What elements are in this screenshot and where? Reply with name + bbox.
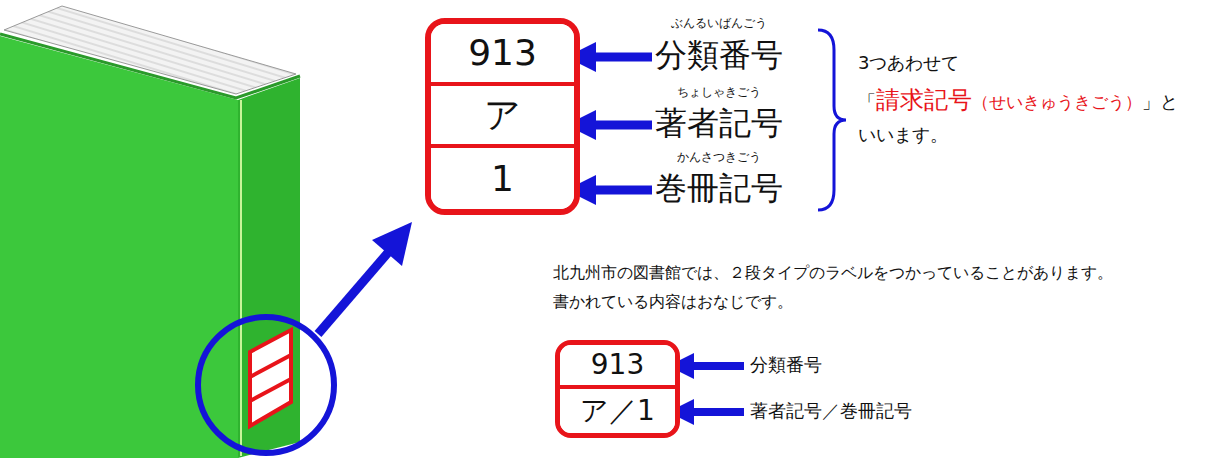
part-name: 著者記号／巻冊記号 bbox=[750, 400, 912, 422]
sentence-line: 「請求記号（せいきゅうきごう）」と bbox=[858, 86, 1178, 115]
note: 」と bbox=[1142, 91, 1178, 113]
two-tier-label: 913ア／1 bbox=[555, 340, 680, 438]
part-name: 分類番号 bbox=[750, 354, 822, 376]
pointer-arrow bbox=[592, 121, 652, 130]
part-name: 分類番号 bbox=[655, 36, 783, 74]
curly-brace bbox=[818, 30, 846, 210]
classification-row: 913 bbox=[560, 345, 675, 389]
note: 「 bbox=[858, 91, 876, 113]
pointer-arrow bbox=[592, 186, 652, 195]
label-value: 913 bbox=[591, 348, 644, 382]
arrow-head bbox=[372, 222, 412, 266]
volume-row: 1 bbox=[431, 148, 574, 209]
label-value: ア／1 bbox=[580, 394, 655, 428]
term-reading: （せいきゅうきごう） bbox=[972, 92, 1142, 112]
furigana: ちょしゃきごう bbox=[677, 85, 761, 99]
spine-line bbox=[240, 100, 242, 456]
author-row: ア bbox=[431, 86, 574, 148]
spine-label bbox=[250, 330, 291, 426]
part-name: 著者記号 bbox=[655, 104, 783, 142]
spine-label-rule bbox=[250, 379, 291, 401]
label-value: 913 bbox=[468, 31, 537, 74]
furigana: ぶんるいばんごう bbox=[671, 16, 767, 30]
pointer-arrow bbox=[692, 362, 744, 370]
furigana: かんさつきごう bbox=[677, 150, 761, 164]
classification-row: 913 bbox=[431, 24, 574, 86]
pointer-arrow bbox=[592, 53, 652, 62]
pointer-arrow bbox=[692, 408, 744, 416]
author-volume-row: ア／1 bbox=[560, 389, 675, 433]
zoom-arrow bbox=[318, 248, 392, 334]
spine-label-rule bbox=[250, 355, 291, 377]
note: 書かれている内容はおなじです。 bbox=[553, 292, 793, 311]
label-value: 1 bbox=[491, 157, 514, 200]
book bbox=[0, 6, 300, 458]
label-value: ア bbox=[484, 93, 521, 136]
note: 3つあわせて bbox=[858, 52, 959, 74]
part-name: 巻冊記号 bbox=[655, 169, 783, 207]
zoom-circle bbox=[198, 317, 334, 453]
term: 請求記号 bbox=[876, 86, 972, 115]
call-number-label: 913 ア 1 bbox=[425, 18, 580, 215]
note: 北九州市の図書館では、２段タイプのラベルをつかっていることがあります。 bbox=[553, 263, 1113, 282]
book-pages bbox=[4, 6, 296, 94]
book-edge bbox=[0, 34, 300, 98]
book-cover bbox=[0, 36, 238, 458]
book-spine bbox=[238, 78, 300, 458]
note: いいます。 bbox=[858, 124, 948, 146]
